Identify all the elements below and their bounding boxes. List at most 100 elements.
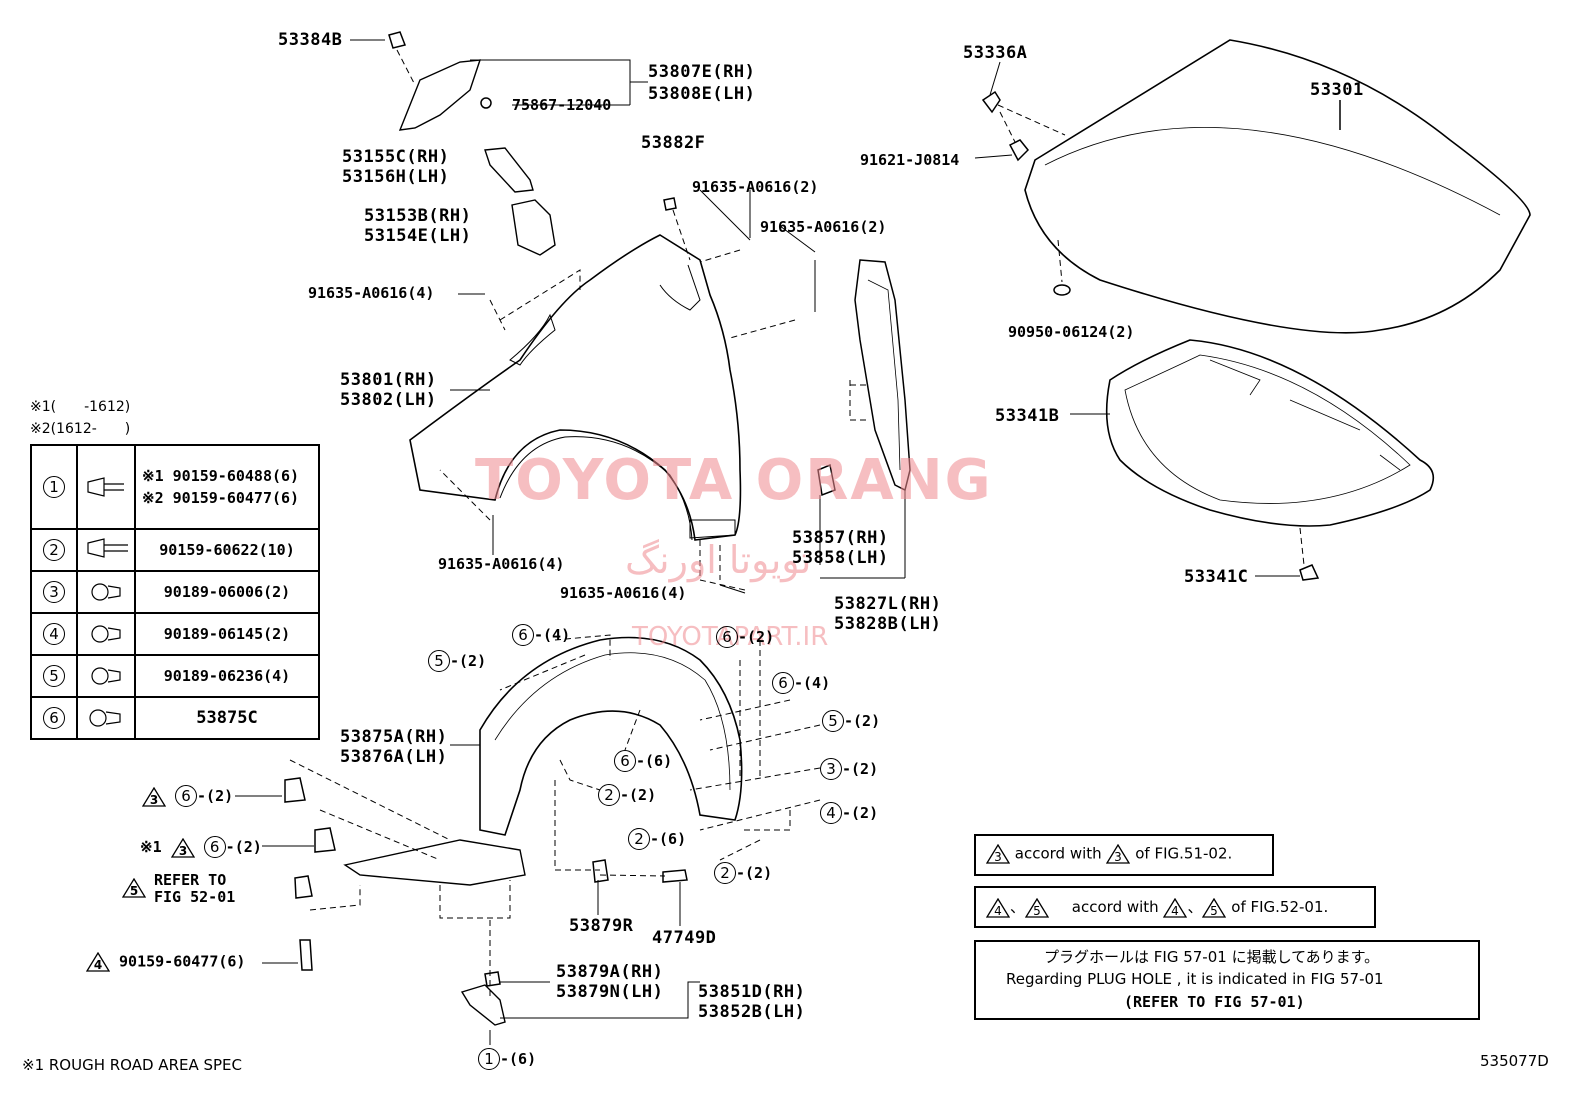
part-label: 53852B(LH) bbox=[698, 1002, 806, 1022]
part-label: 53876A(LH) bbox=[340, 747, 448, 767]
callout: 6-(2) bbox=[716, 626, 774, 648]
figure-number: 535077D bbox=[1480, 1052, 1549, 1070]
part-label: 91635-A0616(4) bbox=[308, 284, 435, 302]
ref-note: 5 REFER TO FIG 52-01 bbox=[121, 872, 235, 906]
callout: 2-(2) bbox=[598, 784, 656, 806]
part-label: 53828B(LH) bbox=[834, 614, 942, 634]
svg-text:5: 5 bbox=[130, 884, 138, 898]
part-label: 53879R bbox=[569, 916, 634, 936]
part-label: 53808E(LH) bbox=[648, 84, 756, 104]
legend-number: 3 bbox=[43, 581, 65, 603]
callout: 2-(6) bbox=[628, 828, 686, 850]
triangle-icon: 4 bbox=[985, 897, 1011, 918]
part-label: 53875A(RH) bbox=[340, 727, 448, 747]
triangle-icon: 5 bbox=[1202, 897, 1227, 918]
triangle-icon: 3 bbox=[170, 837, 195, 858]
part-label: 91635-A0616(2) bbox=[760, 218, 887, 236]
part-label: 91635-A0616(2) bbox=[692, 178, 819, 196]
callout: 6-(6) bbox=[614, 750, 672, 772]
watermark-fa: تویوتا اورنگ bbox=[625, 538, 812, 582]
footer-note: ※1 ROUGH ROAD AREA SPEC bbox=[22, 1056, 243, 1074]
svg-text:5: 5 bbox=[1211, 904, 1219, 918]
svg-text:3: 3 bbox=[994, 850, 1002, 864]
triangle-icon: 3 bbox=[141, 786, 167, 807]
part-label: 53858(LH) bbox=[792, 548, 889, 568]
part-label: 53827L(RH) bbox=[834, 594, 942, 614]
legend-number: 4 bbox=[43, 623, 65, 645]
part-label: 53879N(LH) bbox=[556, 982, 664, 1002]
part-label: 53882F bbox=[641, 133, 706, 153]
plug-hole-refer: (REFER TO FIG 57-01) bbox=[1124, 993, 1305, 1011]
svg-text:3: 3 bbox=[150, 793, 158, 807]
legend-number: 5 bbox=[43, 665, 65, 687]
part-label: 53851D(RH) bbox=[698, 982, 806, 1002]
part-label: 53156H(LH) bbox=[342, 167, 450, 187]
spec-note-2: ※2(1612- ) bbox=[30, 421, 131, 437]
fender-panel bbox=[409, 234, 742, 541]
reference-box-1 bbox=[974, 834, 1274, 876]
part-label: 53341C bbox=[1184, 567, 1249, 587]
part-label: 91621-J0814 bbox=[860, 151, 960, 169]
ref-note: ※1 3 6-(2) bbox=[140, 836, 262, 858]
part-label: 91635-A0616(4) bbox=[560, 584, 687, 602]
svg-text:5: 5 bbox=[1033, 904, 1041, 918]
hood-insulator bbox=[1105, 339, 1435, 527]
part-label: 53879A(RH) bbox=[556, 962, 664, 982]
callout: 6-(4) bbox=[512, 624, 570, 646]
svg-text:4: 4 bbox=[994, 904, 1002, 918]
spec-note-1: ※1( -1612) bbox=[30, 399, 131, 415]
legend-row: 1 ※1 90159-60488(6)※2 90159-60477(6) bbox=[30, 444, 320, 530]
triangle-icon: 3 bbox=[985, 843, 1011, 864]
part-label: 90950-06124(2) bbox=[1008, 323, 1135, 341]
part-label: 53801(RH) bbox=[340, 370, 437, 390]
part-label: 53336A bbox=[963, 43, 1028, 63]
part-label: 53341B bbox=[995, 406, 1060, 426]
fender-bracket bbox=[398, 59, 482, 131]
callout-number: 6 bbox=[203, 836, 226, 858]
callout: 6-(4) bbox=[772, 672, 830, 694]
part-label: 53384B bbox=[278, 30, 343, 50]
reference-box-3 bbox=[974, 940, 1480, 1020]
part-label: 53153B(RH) bbox=[364, 206, 472, 226]
svg-text:4: 4 bbox=[94, 958, 102, 972]
svg-text:3: 3 bbox=[178, 844, 186, 858]
triangle-icon: 4 bbox=[85, 951, 111, 972]
part-label: 53154E(LH) bbox=[364, 226, 472, 246]
part-label: 91635-A0616(4) bbox=[438, 555, 565, 573]
triangle-icon: 5 bbox=[121, 877, 147, 898]
callout: 5-(2) bbox=[822, 710, 880, 732]
fender-liner bbox=[479, 636, 743, 836]
ref-note: 3 6-(2) bbox=[141, 785, 233, 807]
part-label: 75867-12040 bbox=[512, 96, 612, 114]
hood-panel bbox=[1024, 39, 1531, 334]
part-label: 53155C(RH) bbox=[342, 147, 450, 167]
part-label: 53807E(RH) bbox=[648, 62, 756, 82]
part-label: 53802(LH) bbox=[340, 390, 437, 410]
part-label: 53857(RH) bbox=[792, 528, 889, 548]
triangle-icon: 3 bbox=[1106, 843, 1131, 864]
reference-box-2 bbox=[974, 886, 1376, 928]
svg-text:4: 4 bbox=[1172, 904, 1180, 918]
legend-number: 2 bbox=[43, 539, 65, 561]
svg-text:3: 3 bbox=[1115, 850, 1123, 864]
callout-number: 6 bbox=[175, 785, 198, 807]
part-label: 47749D bbox=[652, 928, 717, 948]
callout: 5-(2) bbox=[428, 650, 486, 672]
ref-note: 4 90159-60477(6) bbox=[85, 951, 245, 972]
part-label: 53301 bbox=[1310, 80, 1364, 100]
callout: 1-(6) bbox=[478, 1048, 536, 1070]
callout: 3-(2) bbox=[820, 758, 878, 780]
plug-hole-note-en: Regarding PLUG HOLE , it is indicated in… bbox=[1006, 970, 1384, 988]
watermark-main: TOYOTA ORANG bbox=[475, 448, 993, 513]
callout: 2-(2) bbox=[714, 862, 772, 884]
legend-number: 1 bbox=[43, 476, 65, 498]
callout: 4-(2) bbox=[820, 802, 878, 824]
plug-hole-note-ja: プラグホールは FIG 57-01 に掲載してあります。 bbox=[1044, 948, 1380, 966]
